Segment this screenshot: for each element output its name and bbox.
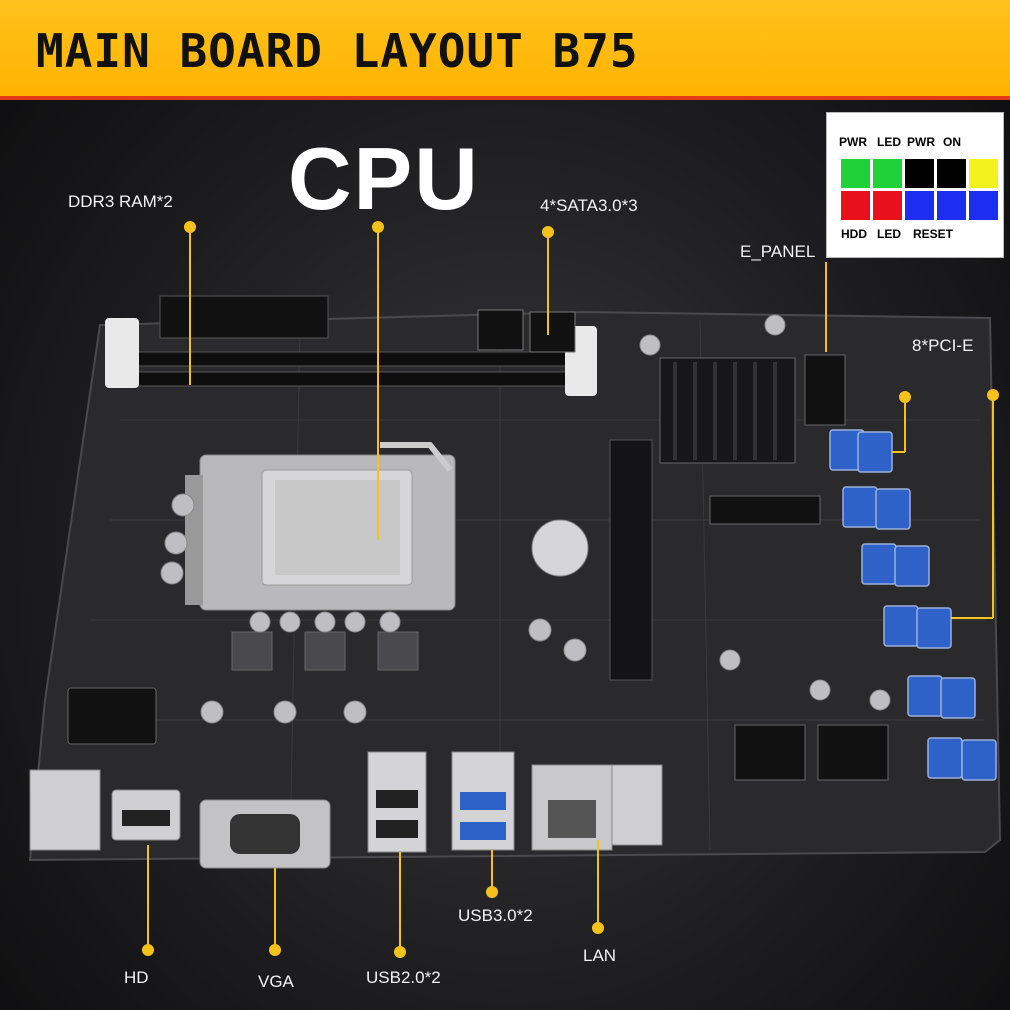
cpu-socket [185, 442, 456, 611]
atx-power-connector [159, 295, 329, 339]
capacitors [160, 314, 891, 724]
cpu-label: CPU [288, 129, 480, 228]
sata-ports [477, 309, 576, 353]
legend-green-pin [873, 159, 902, 188]
legend-green-pin [841, 159, 870, 188]
callout-sata: 4*SATA3.0*3 [540, 196, 638, 215]
legend-red-pin [841, 191, 870, 220]
msata-slot [709, 495, 821, 525]
callout-e-panel: E_PANEL [740, 242, 816, 261]
rear-io [29, 751, 663, 869]
callout-vga: VGA [258, 972, 294, 991]
usb-riser-ports [829, 429, 997, 781]
legend-top-label: PWR [839, 135, 867, 149]
legend-top-label: PWR [907, 135, 935, 149]
legend-blue-pin [905, 191, 934, 220]
legend-top-label: ON [943, 135, 961, 149]
callout-ddr3: DDR3 RAM*2 [68, 192, 173, 211]
legend-top-label: LED [877, 135, 901, 149]
legend-black-pin [905, 159, 934, 188]
legend-yellow-pin [969, 159, 998, 188]
ddr3-ram-slots [105, 318, 597, 396]
callout-usb2: USB2.0*2 [366, 968, 441, 987]
e-panel-legend: PWR LED PWR ON HDD LED RESET [826, 112, 1004, 258]
cpu-8pin-connector [67, 687, 157, 745]
legend-red-pin [873, 191, 902, 220]
pcie-6pin-connector-1 [734, 724, 806, 781]
legend-blue-pin [969, 191, 998, 220]
legend-bottom-label: HDD [841, 227, 867, 241]
callout-pcie: 8*PCI-E [912, 336, 974, 355]
legend-black-pin [937, 159, 966, 188]
title-banner: MAIN BOARD LAYOUT B75 [0, 0, 1010, 100]
callout-usb3: USB3.0*2 [458, 906, 533, 925]
legend-bottom-label: LED [877, 227, 901, 241]
callout-lan: LAN [583, 946, 617, 965]
pcie-x1-slot [609, 439, 653, 681]
cmos-battery [531, 519, 589, 577]
pcie-6pin-connector-2 [817, 724, 889, 781]
front-panel-header [804, 354, 846, 426]
callout-hd: HD [124, 968, 149, 987]
callout-lines [142, 221, 999, 958]
page-title: MAIN BOARD LAYOUT B75 [36, 24, 639, 78]
chipset-heatsink [659, 357, 796, 464]
vrm-chokes [231, 631, 419, 671]
legend-blue-pin [937, 191, 966, 220]
legend-bottom-label: RESET [913, 227, 954, 241]
